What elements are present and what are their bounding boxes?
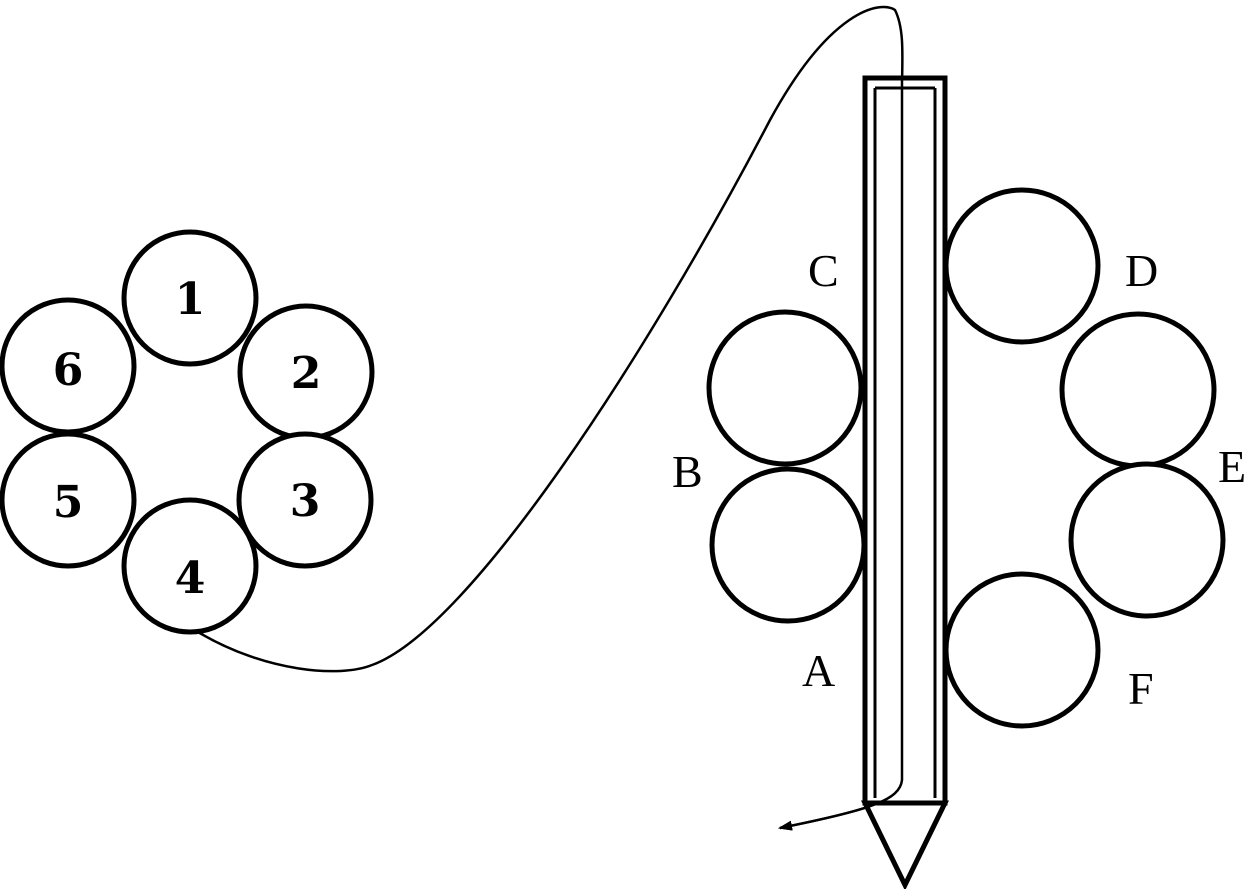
pencil — [860, 75, 950, 889]
right-circle-c — [706, 309, 864, 467]
left-circle-6 — [0, 297, 137, 435]
pencil-body — [862, 75, 948, 806]
left-circle-1 — [121, 229, 259, 367]
pencil-tip — [860, 800, 950, 889]
right-circle-e-lower — [1068, 461, 1226, 619]
label-d: D — [1125, 245, 1158, 296]
left-circle-label-5: 5 — [53, 477, 84, 528]
right-circle-group — [706, 187, 1226, 729]
left-circle-label-4: 4 — [175, 553, 206, 604]
label-a: A — [802, 645, 835, 696]
left-circle-3 — [236, 431, 374, 569]
right-circle-e-upper — [1059, 311, 1217, 469]
left-circle-label-3: 3 — [290, 476, 321, 527]
left-circle-4 — [121, 497, 259, 635]
left-circle-label-6: 6 — [53, 345, 84, 396]
thread-inside-pencil — [778, 78, 904, 831]
label-c: C — [808, 245, 839, 296]
right-circle-d — [943, 187, 1101, 345]
right-circle-f — [943, 571, 1101, 729]
left-circle-ring: 1 2 3 4 5 6 — [0, 229, 375, 635]
left-circle-label-2: 2 — [291, 348, 322, 399]
label-f: F — [1128, 663, 1154, 714]
label-e: E — [1218, 441, 1246, 492]
label-b: B — [672, 446, 703, 497]
right-circle-a — [709, 466, 867, 624]
pencil-inner-edge — [873, 86, 937, 798]
left-circle-label-1: 1 — [175, 274, 206, 325]
